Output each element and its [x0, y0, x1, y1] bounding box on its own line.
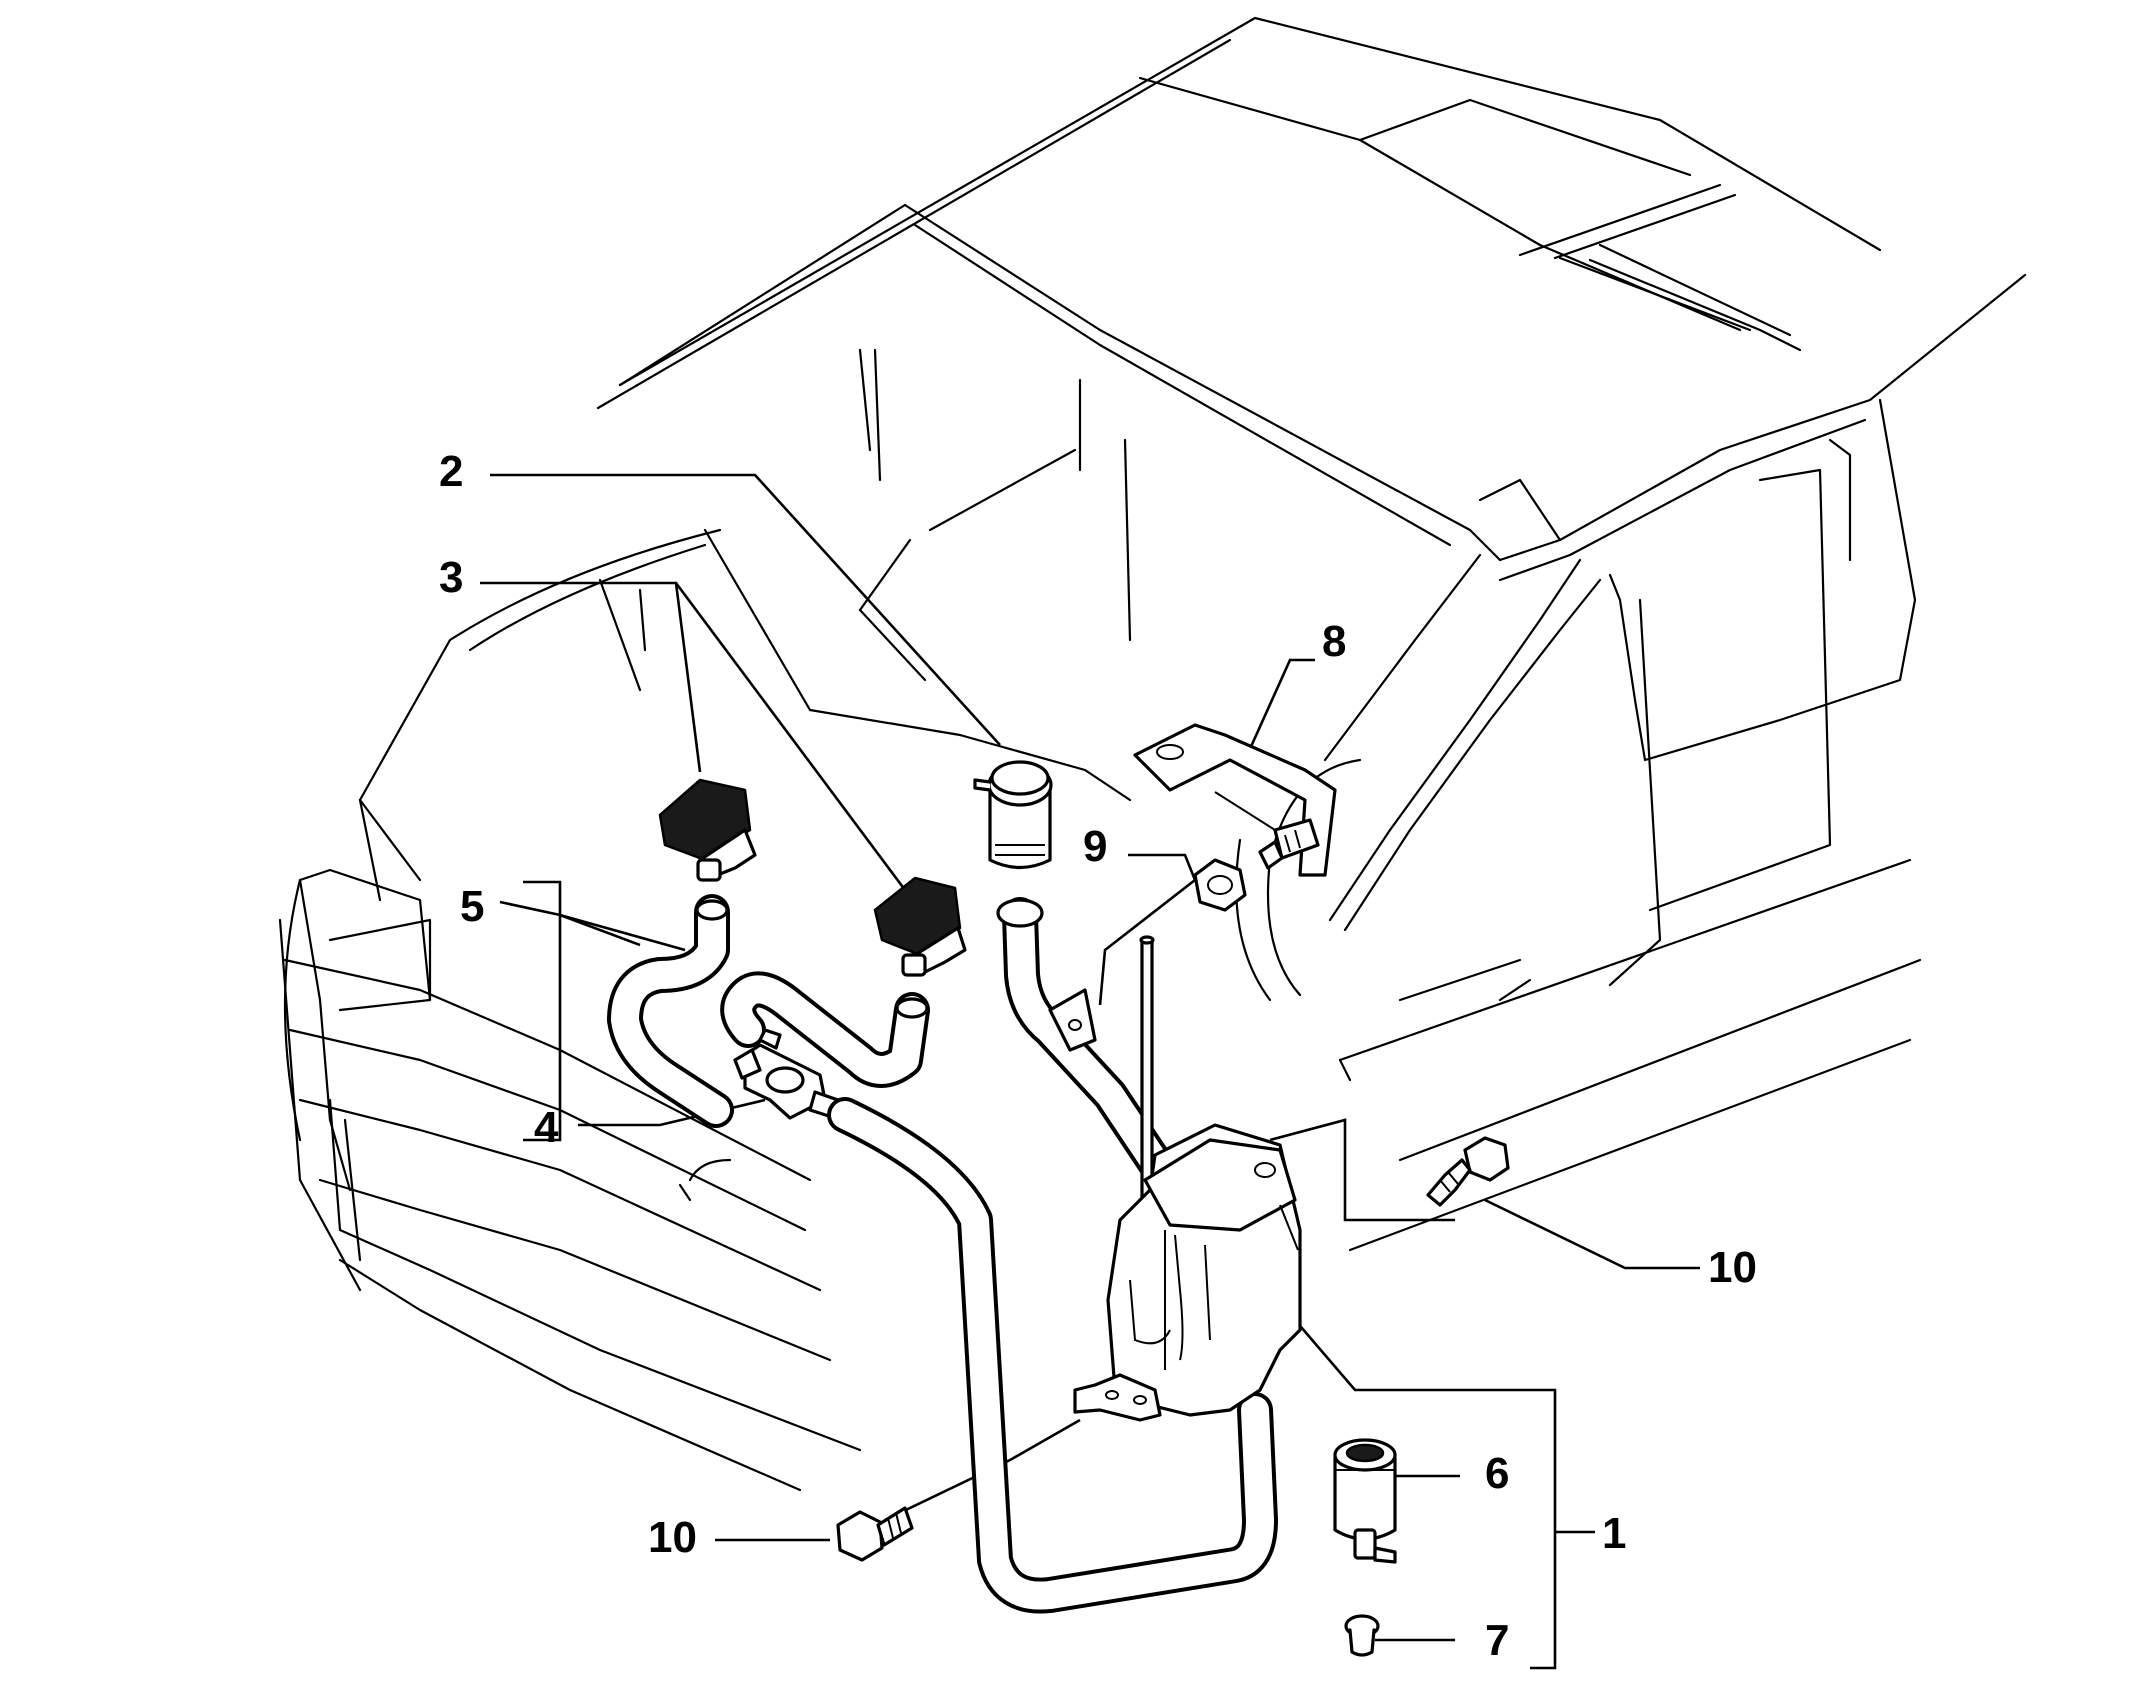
bracket-part-8 — [1133, 723, 1337, 877]
leader-lines — [480, 473, 1700, 1670]
bolt-left-part-10 — [836, 1506, 914, 1562]
callout-5: 5 — [460, 882, 484, 931]
car-body-outline — [278, 16, 2027, 1492]
callout-9: 9 — [1083, 822, 1107, 871]
callout-3: 3 — [439, 553, 463, 602]
filler-cap-part-2 — [973, 760, 1053, 870]
pump-part-6 — [1333, 1438, 1397, 1564]
callout-1: 1 — [1602, 1509, 1626, 1558]
t-connector-part-4 — [733, 1028, 840, 1120]
callout-2: 2 — [439, 447, 463, 496]
callout-10-right: 10 — [1708, 1243, 1757, 1292]
callout-6: 6 — [1485, 1449, 1509, 1498]
washer-nozzle-left-part-3 — [658, 778, 757, 882]
washer-nozzle-right-part-3 — [873, 876, 967, 977]
callout-7: 7 — [1485, 1616, 1509, 1665]
washer-reservoir-part-1 — [1073, 1123, 1302, 1422]
filler-neck-pipe — [996, 897, 1198, 1262]
callout-4: 4 — [534, 1103, 559, 1152]
main-hose — [827, 1097, 1278, 1614]
callout-labels: 2 3 5 4 8 9 10 10 6 1 7 — [439, 447, 1757, 1665]
callout-8: 8 — [1322, 617, 1346, 666]
bolt-right-part-10 — [1426, 1136, 1510, 1207]
callout-10-left: 10 — [648, 1513, 697, 1562]
nut-part-9 — [1193, 858, 1247, 912]
grommet-part-7 — [1344, 1614, 1380, 1657]
hoses-part-5 — [607, 894, 930, 1128]
